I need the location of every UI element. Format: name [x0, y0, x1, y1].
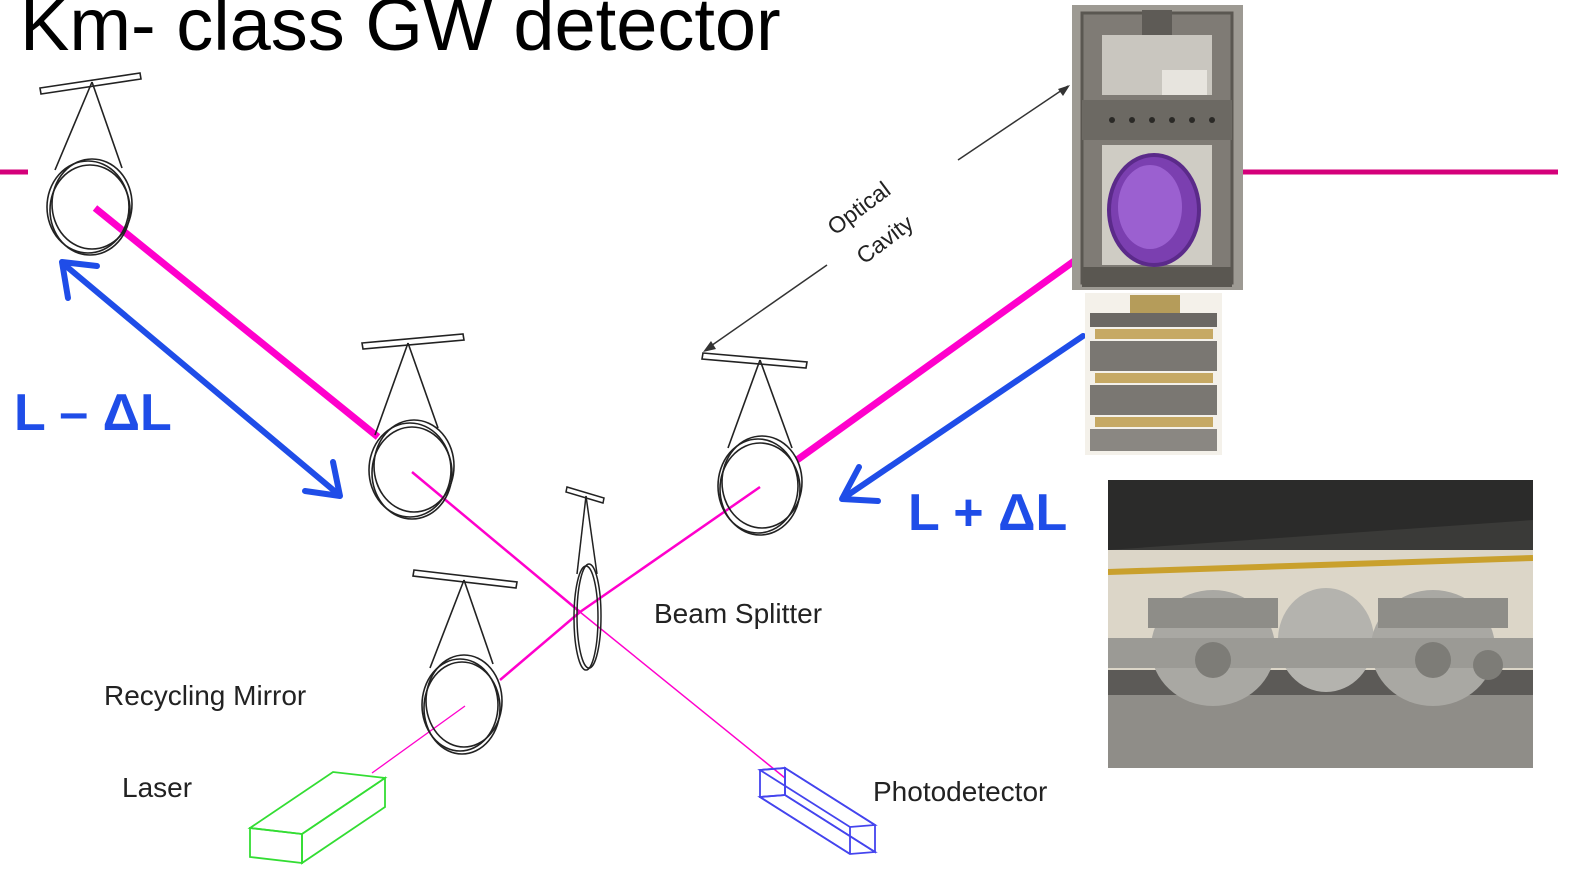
input-mirror-right	[701, 352, 808, 536]
arm-arrow-left	[59, 259, 343, 499]
optical-cavity-pointer-lower	[707, 264, 828, 349]
vacuum-chambers-hall-photo	[1108, 480, 1533, 768]
photodetector-label: Photodetector	[873, 776, 1047, 807]
optical-cavity-pointer-upper-head	[1058, 85, 1070, 96]
laser-box	[247, 771, 388, 865]
recycling-mirror	[412, 569, 518, 755]
seismic-isolation-stack-photo	[1085, 293, 1222, 455]
end-mirror-left	[39, 72, 142, 256]
photodetector-box	[757, 766, 878, 855]
optical-cavity-photo	[1072, 5, 1243, 290]
arm-arrow-right	[839, 333, 1086, 504]
optical-cavity-pointer-lower-head	[703, 341, 716, 352]
optical-cavity-pointer-upper	[957, 85, 1069, 161]
input-mirror-left	[361, 333, 465, 520]
arm-length-right-label: L + ΔL	[908, 484, 1067, 542]
laser-label: Laser	[122, 772, 192, 803]
beam-splitter-label: Beam Splitter	[654, 598, 822, 629]
arm-length-left-label: L – ΔL	[14, 384, 172, 442]
slide-title: Km- class GW detector	[20, 0, 781, 66]
beam-splitter	[565, 486, 605, 671]
recycling-mirror-label: Recycling Mirror	[104, 680, 306, 711]
